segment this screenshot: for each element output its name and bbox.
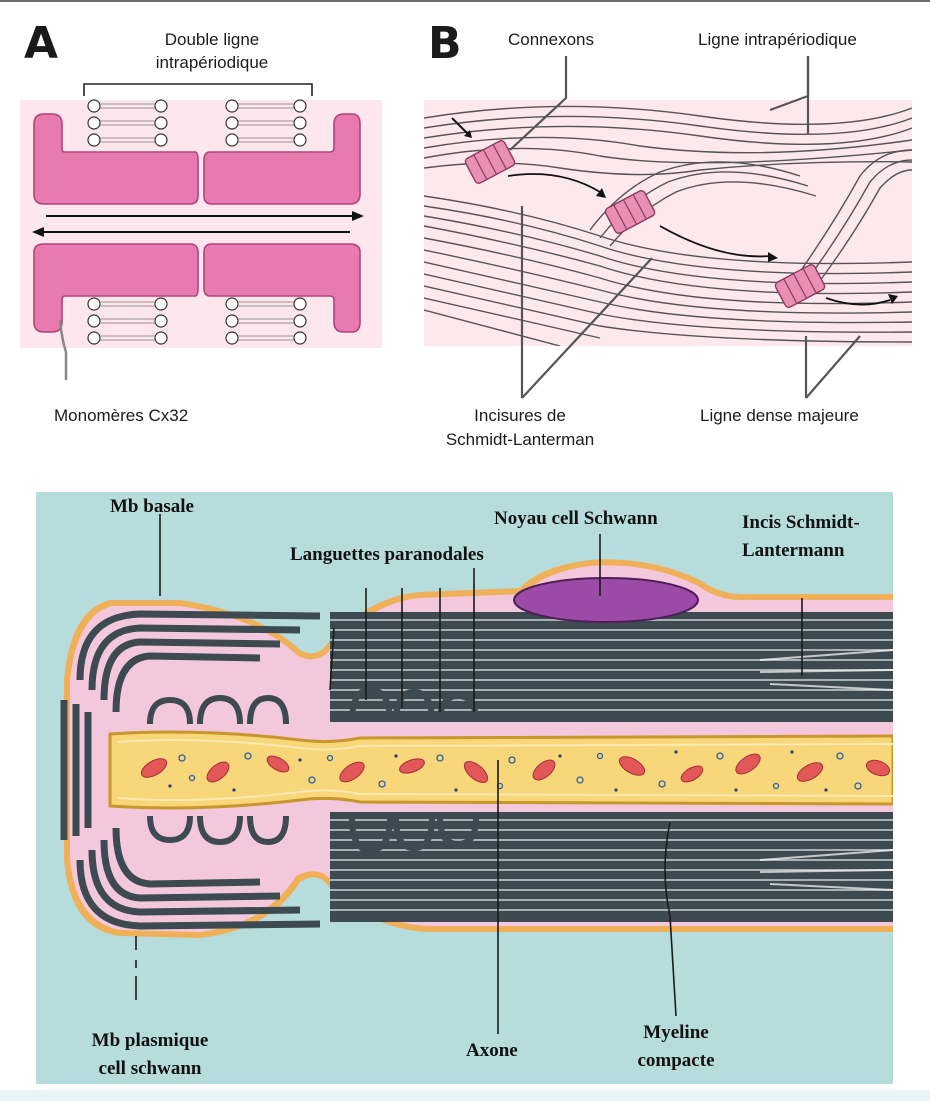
label-incis-2: Lantermann bbox=[742, 540, 845, 561]
connexon-3 bbox=[774, 264, 826, 308]
flow-arrows bbox=[32, 211, 364, 237]
panel-b-letter: B bbox=[428, 18, 462, 69]
paranodal-loop-tips bbox=[147, 686, 479, 854]
connexon-2 bbox=[604, 190, 656, 234]
label-mb-basale: Mb basale bbox=[110, 496, 194, 517]
label-connexons: Connexons bbox=[508, 30, 595, 49]
axon bbox=[108, 730, 893, 810]
label-incisures-1: Incisures de bbox=[474, 406, 566, 425]
label-myeline-1: Myeline bbox=[643, 1022, 709, 1043]
compact-myelin bbox=[330, 612, 893, 922]
label-incis-1: Incis Schmidt- bbox=[742, 512, 860, 533]
panel-a-diagram bbox=[20, 83, 382, 380]
label-incisures-2: Schmidt-Lanterman bbox=[445, 430, 595, 449]
panel-a-letter: A bbox=[24, 18, 59, 69]
myelin-lamellae bbox=[424, 105, 912, 346]
lipid-bilayer-top bbox=[87, 99, 307, 147]
connexin-top-right bbox=[203, 113, 361, 205]
lipid-bilayer-bottom bbox=[87, 297, 307, 345]
label-double-line-2: intrapériodique bbox=[155, 53, 269, 72]
panel-b-diagram bbox=[424, 56, 912, 399]
paranodal-loops bbox=[60, 610, 321, 930]
label-mb-plasmique-2: cell schwann bbox=[98, 1058, 202, 1079]
top-border-line bbox=[0, 0, 930, 2]
label-myeline-2: compacte bbox=[637, 1050, 715, 1071]
label-mb-plasmique-1: Mb plasmique bbox=[91, 1030, 209, 1051]
connexin-bottom-right bbox=[203, 243, 361, 333]
panel-c-diagram bbox=[36, 492, 893, 1084]
connexon-path bbox=[451, 117, 898, 306]
bottom-strip bbox=[0, 1090, 930, 1101]
monomers-leader bbox=[58, 319, 68, 380]
label-intraperiod: Ligne intrapériodique bbox=[698, 30, 857, 49]
label-double-line-1: Double ligne bbox=[164, 30, 260, 49]
label-axone: Axone bbox=[466, 1040, 518, 1061]
bracket bbox=[83, 83, 313, 96]
label-monomers: Monomères Cx32 bbox=[54, 406, 189, 425]
panel-a-background bbox=[20, 100, 382, 348]
label-languettes: Languettes paranodales bbox=[290, 544, 484, 565]
label-major-dense: Ligne dense majeure bbox=[700, 406, 859, 425]
label-noyau: Noyau cell Schwann bbox=[494, 508, 658, 529]
panel-c-leaders bbox=[135, 514, 803, 1034]
panel-b-leaders bbox=[509, 56, 861, 399]
connexon-1 bbox=[464, 140, 516, 184]
panel-b-background bbox=[424, 100, 912, 346]
schwann-nucleus bbox=[513, 577, 699, 623]
connexin-top-left bbox=[33, 113, 199, 205]
connexin-bottom-left bbox=[33, 243, 199, 333]
